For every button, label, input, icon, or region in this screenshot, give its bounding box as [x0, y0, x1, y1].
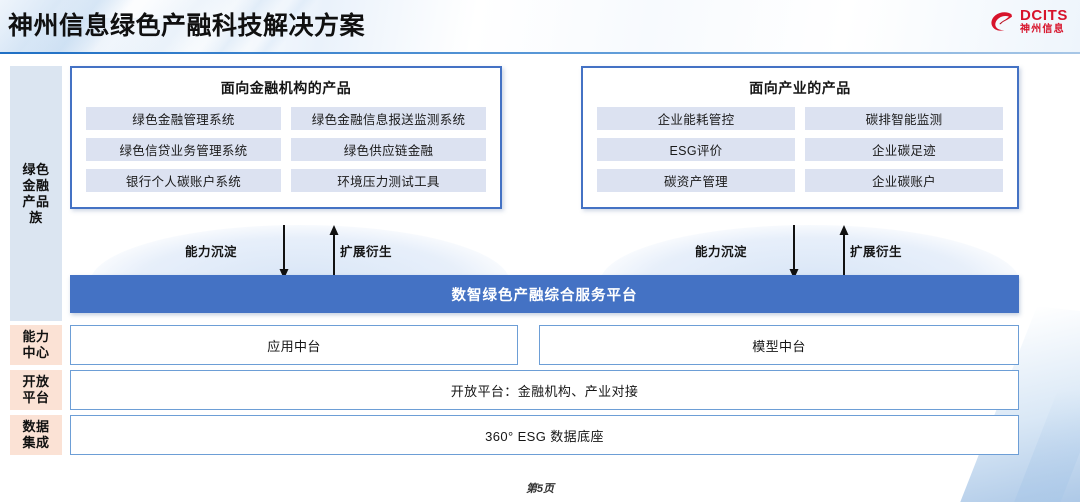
product-chip[interactable]: ESG评价	[597, 138, 795, 161]
arrow-up-icon	[329, 225, 339, 279]
diagram-stage: 绿色金融产品族 能力中心 开放平台 数据集成 面向金融机构的产品 绿色金融管理系…	[0, 53, 1080, 502]
arrow-down-icon	[789, 225, 799, 279]
logo-en-text: DCITS	[1020, 7, 1068, 24]
row-app-middle-office-label: 应用中台	[267, 338, 321, 354]
sidebar-item-data-integration[interactable]: 数据集成	[10, 415, 62, 455]
row-model-middle-office-label: 模型中台	[752, 338, 806, 354]
product-chip[interactable]: 银行个人碳账户系统	[86, 169, 281, 192]
sidebar-label-open-platform: 开放平台	[22, 374, 50, 405]
page-title: 神州信息绿色产融科技解决方案	[8, 12, 366, 40]
product-chip[interactable]: 碳排智能监测	[805, 107, 1003, 130]
product-chip[interactable]: 绿色信贷业务管理系统	[86, 138, 281, 161]
row-model-middle-office[interactable]: 模型中台	[539, 325, 1019, 365]
platform-bar-label: 数智绿色产融综合服务平台	[451, 287, 638, 304]
brand-logo: DCITS 神州信息	[989, 8, 1068, 35]
flow-label-expansion-derivation: 扩展衍生	[850, 245, 903, 259]
product-chip[interactable]: 碳资产管理	[597, 169, 795, 192]
sidebar-label-data-integration: 数据集成	[22, 419, 50, 450]
sidebar-label-green-finance-products: 绿色金融产品族	[22, 161, 50, 225]
slide-header: 神州信息绿色产融科技解决方案 DCITS 神州信息	[0, 0, 1080, 53]
logo-text-block: DCITS 神州信息	[1020, 8, 1068, 35]
product-chip[interactable]: 绿色金融信息报送监测系统	[291, 107, 486, 130]
flow-label-capability-precipitation: 能力沉淀	[185, 245, 238, 259]
arrow-down-icon	[279, 225, 289, 279]
product-chip[interactable]: 绿色金融管理系统	[86, 107, 281, 130]
row-app-middle-office[interactable]: 应用中台	[70, 325, 518, 365]
flow-group-left: 能力沉淀 扩展衍生	[150, 223, 450, 283]
row-data-base-label: 360° ESG 数据底座	[485, 428, 604, 444]
chip-grid-industry: 企业能耗管控 碳排智能监测 ESG评价 企业碳足迹 碳资产管理 企业碳账户	[583, 98, 1017, 192]
panel-industry-products: 面向产业的产品 企业能耗管控 碳排智能监测 ESG评价 企业碳足迹 碳资产管理 …	[581, 66, 1019, 209]
platform-bar[interactable]: 数智绿色产融综合服务平台	[70, 275, 1019, 313]
header-divider	[0, 52, 1080, 54]
product-chip[interactable]: 企业碳足迹	[805, 138, 1003, 161]
chip-grid-financial: 绿色金融管理系统 绿色金融信息报送监测系统 绿色信贷业务管理系统 绿色供应链金融…	[72, 98, 500, 192]
product-chip[interactable]: 企业能耗管控	[597, 107, 795, 130]
dcits-swirl-logo-icon	[989, 10, 1015, 34]
flow-label-expansion-derivation: 扩展衍生	[340, 245, 393, 259]
panel-title-industry: 面向产业的产品	[749, 80, 851, 96]
logo-cn-text: 神州信息	[1020, 24, 1065, 35]
row-open-platform[interactable]: 开放平台：金融机构、产业对接	[70, 370, 1019, 410]
flow-group-right: 能力沉淀 扩展衍生	[660, 223, 960, 283]
sidebar-item-ability-center[interactable]: 能力中心	[10, 325, 62, 365]
sidebar-item-green-finance-products[interactable]: 绿色金融产品族	[10, 66, 62, 321]
product-chip[interactable]: 企业碳账户	[805, 169, 1003, 192]
arrow-up-icon	[839, 225, 849, 279]
row-data-base[interactable]: 360° ESG 数据底座	[70, 415, 1019, 455]
sidebar-label-ability-center: 能力中心	[22, 329, 50, 360]
panel-title-financial: 面向金融机构的产品	[220, 80, 352, 96]
flow-label-capability-precipitation: 能力沉淀	[695, 245, 748, 259]
product-chip[interactable]: 环境压力测试工具	[291, 169, 486, 192]
product-chip[interactable]: 绿色供应链金融	[291, 138, 486, 161]
row-open-platform-label: 开放平台：金融机构、产业对接	[450, 383, 639, 399]
page-footer: 第5页	[525, 483, 555, 495]
panel-financial-institution-products: 面向金融机构的产品 绿色金融管理系统 绿色金融信息报送监测系统 绿色信贷业务管理…	[70, 66, 502, 209]
sidebar-item-open-platform[interactable]: 开放平台	[10, 370, 62, 410]
